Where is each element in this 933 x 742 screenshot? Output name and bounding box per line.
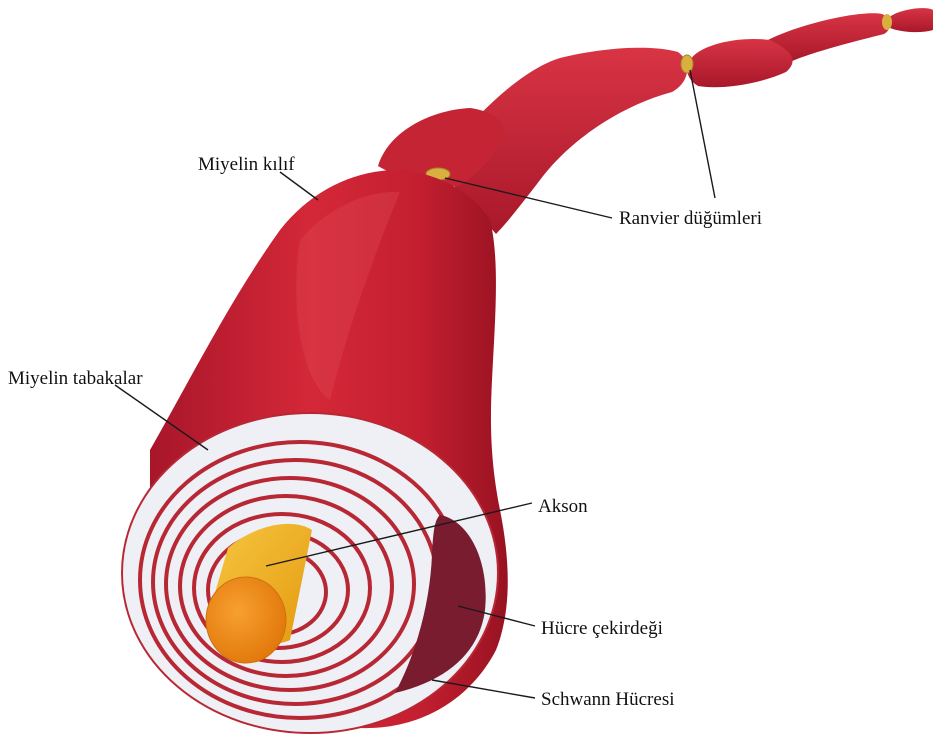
myelin-segment-2 bbox=[687, 39, 792, 87]
myelin-segment-far bbox=[888, 8, 933, 32]
label-axon: Akson bbox=[538, 496, 588, 517]
leader-myelin-sheath bbox=[280, 172, 318, 200]
label-schwann-cell: Schwann Hücresi bbox=[541, 689, 675, 710]
ranvier-node-distal bbox=[681, 55, 693, 73]
cross-section bbox=[122, 413, 498, 733]
label-myelin-layers: Miyelin tabakalar bbox=[8, 368, 143, 389]
label-cell-nucleus: Hücre çekirdeği bbox=[541, 618, 663, 639]
label-nodes-of-ranvier: Ranvier düğümleri bbox=[619, 208, 762, 229]
axon-cut-end bbox=[206, 577, 286, 663]
ranvier-node-far bbox=[882, 14, 892, 30]
leader-ranvier-upper bbox=[690, 70, 715, 198]
label-myelin-sheath: Miyelin kılıf bbox=[198, 154, 295, 175]
